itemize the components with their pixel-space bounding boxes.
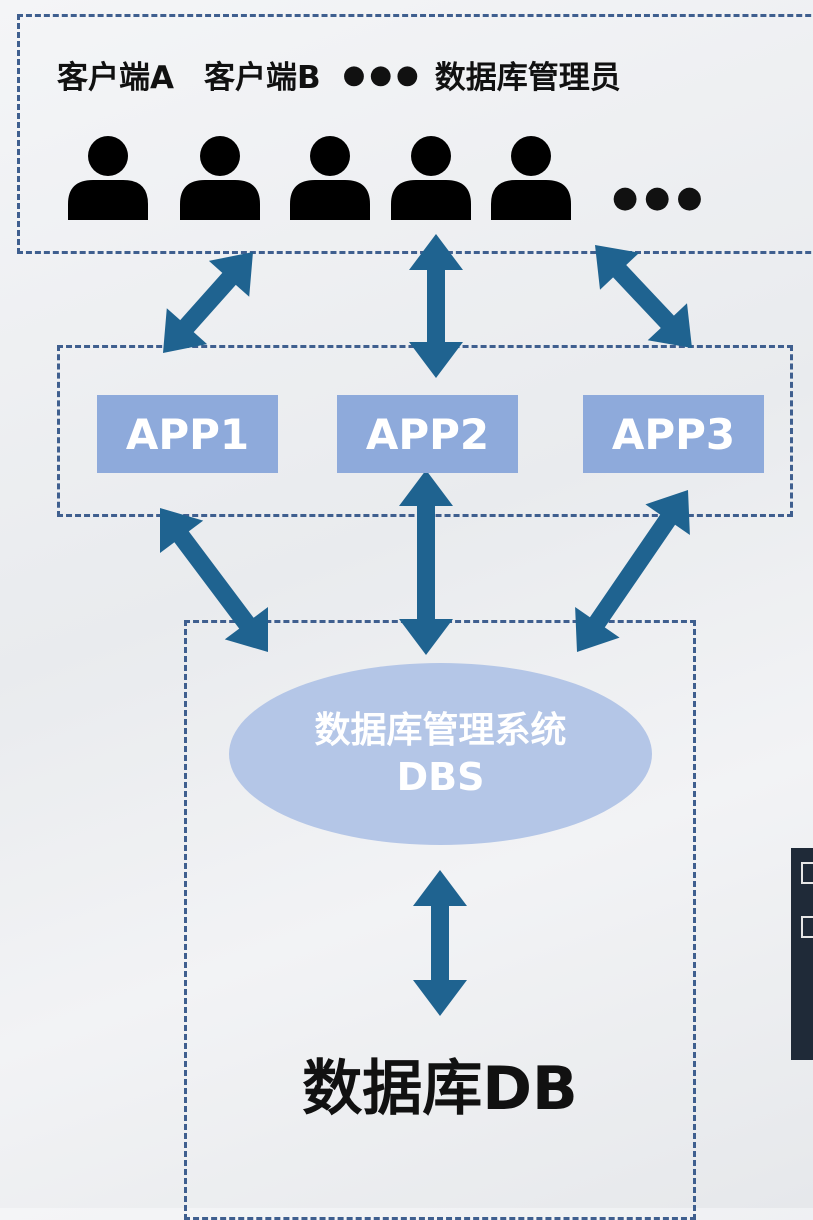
user-icon <box>180 136 260 220</box>
arrow-app3-to-dbms <box>575 490 690 652</box>
dbms-title: 数据库管理系统 <box>314 710 567 751</box>
app3-box: APP3 <box>583 395 764 473</box>
app1-box: APP1 <box>97 395 278 473</box>
arrow-client-to-app1 <box>163 252 253 353</box>
arrow-app1-to-dbms <box>160 508 268 652</box>
arrow-dbms-to-db <box>413 870 467 1016</box>
arrow-app2-to-dbms <box>399 470 453 655</box>
user-icon <box>290 136 370 220</box>
client-a-label: 客户端A <box>57 60 174 96</box>
arrow-client-to-app3 <box>595 245 692 348</box>
user-icon <box>68 136 148 220</box>
side-panel-edge <box>791 848 813 1060</box>
app2-box: APP2 <box>337 395 518 473</box>
users-group-box <box>17 14 813 254</box>
user-labels-row: 客户端A 客户端B ●●● 数据库管理员 <box>57 52 621 97</box>
ellipsis-label: ●●● <box>342 59 423 90</box>
dbms-ellipse: 数据库管理系统 DBS <box>229 663 652 845</box>
database-label: 数据库DB <box>302 1054 578 1124</box>
db-admin-label: 数据库管理员 <box>434 60 621 96</box>
arrow-user-to-app2 <box>409 234 463 378</box>
dbms-abbreviation: DBS <box>396 755 485 799</box>
more-users-ellipsis: ●●● <box>612 180 709 215</box>
user-icon <box>391 136 471 220</box>
client-b-label: 客户端B <box>204 60 321 96</box>
user-icon <box>491 136 571 220</box>
